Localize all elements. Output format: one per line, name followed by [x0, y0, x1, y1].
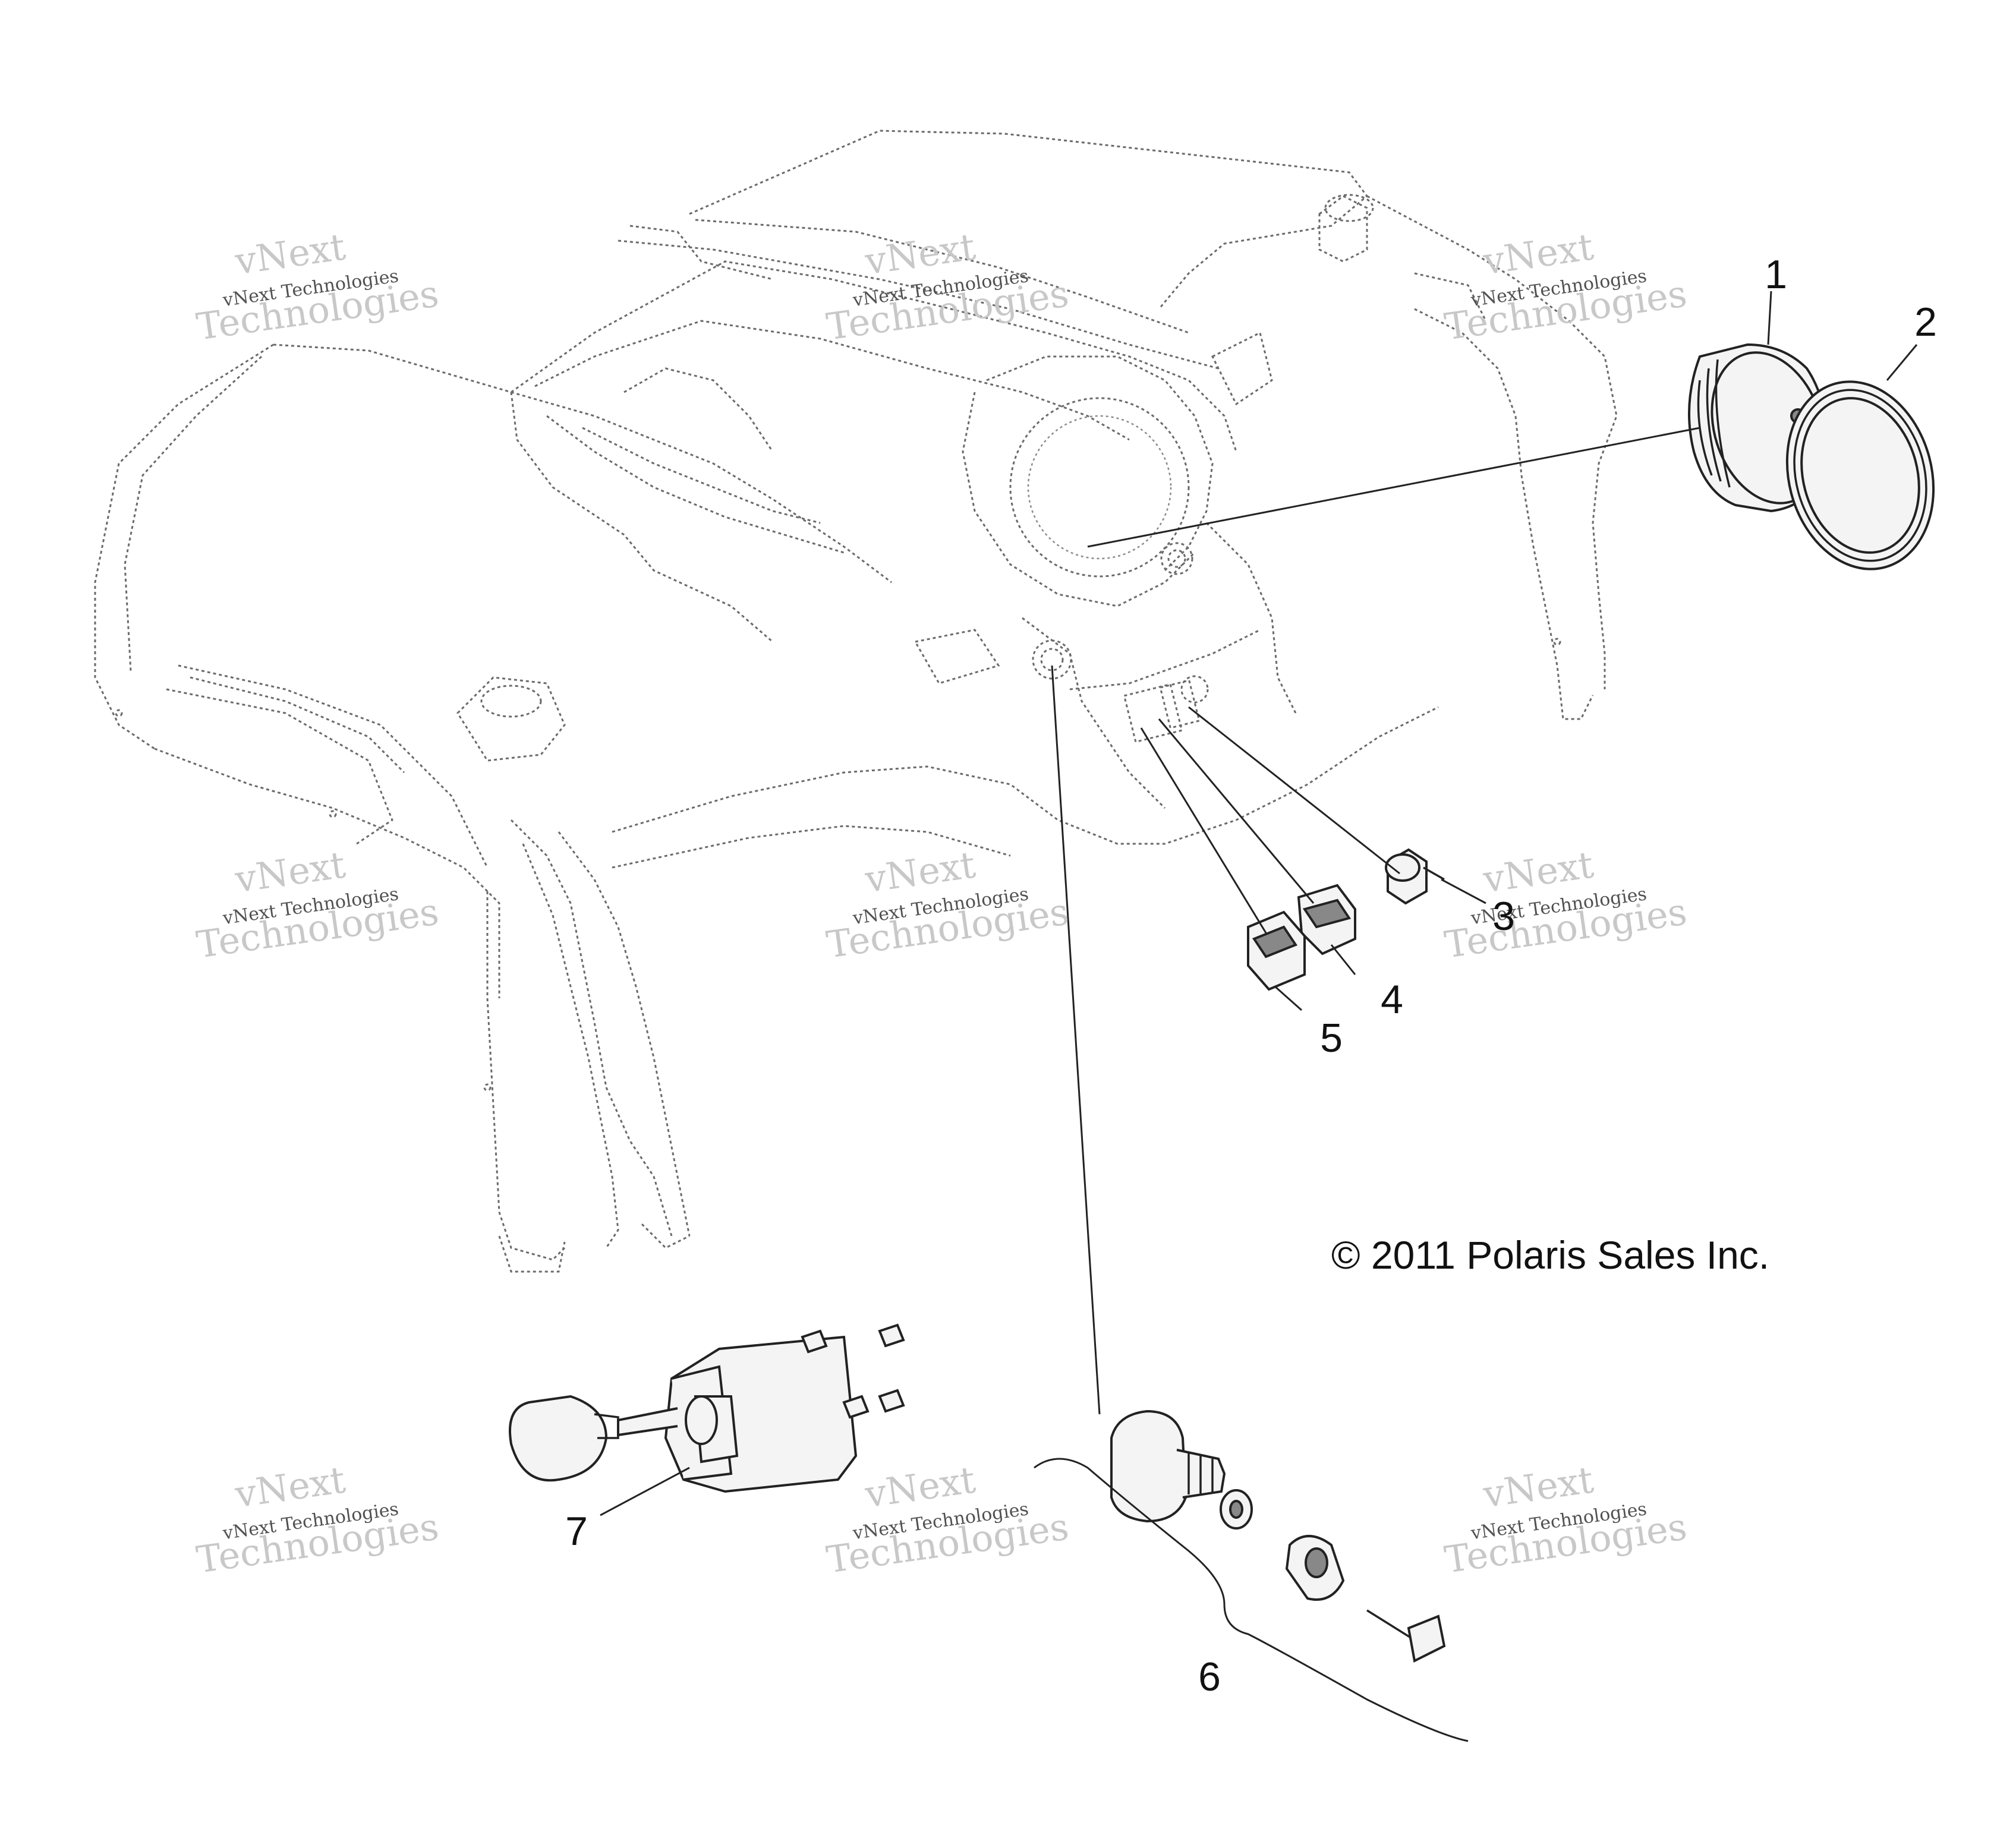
watermark-group: vNext vNext Technologies Technologies vN…	[194, 225, 1689, 1581]
callout-4: 4	[1381, 977, 1403, 1022]
callout-6: 6	[1198, 1654, 1221, 1699]
leader-lines	[600, 291, 1918, 1516]
watermark-br: vNext vNext Technologies Technologies	[1442, 1458, 1689, 1581]
watermark-tl: vNext vNext Technologies Technologies	[194, 225, 441, 348]
part-rocker-switch-5	[1247, 910, 1306, 991]
callout-3: 3	[1492, 894, 1515, 939]
callout-2: 2	[1914, 299, 1937, 345]
callout-5: 5	[1320, 1016, 1343, 1061]
watermark-bl: vNext vNext Technologies Technologies	[194, 1458, 441, 1581]
part-bezel-ring	[1785, 380, 1935, 570]
screw-set	[801, 1323, 905, 1419]
dashboard-assembly	[94, 130, 1618, 1273]
watermark-tc: vNext vNext Technologies Technologies	[824, 225, 1071, 348]
callout-labels: 1 2 3 4 5 6 7	[565, 252, 1937, 1699]
part-indicator-lamp	[1385, 848, 1445, 905]
watermark-bc: vNext vNext Technologies Technologies	[824, 1458, 1071, 1581]
watermark-mc: vNext vNext Technologies Technologies	[824, 843, 1071, 966]
watermark-ml: vNext vNext Technologies Technologies	[194, 843, 441, 966]
callout-7: 7	[565, 1509, 588, 1554]
part-lever-switch	[509, 1323, 905, 1493]
copyright-notice: © 2011 Polaris Sales Inc.	[1331, 1233, 1769, 1277]
watermark-mr: vNext vNext Technologies Technologies	[1442, 843, 1689, 966]
callout-1: 1	[1765, 252, 1787, 297]
watermark-tr: vNext vNext Technologies Technologies	[1442, 225, 1689, 348]
part-key-switch-kit	[1034, 1409, 1469, 1742]
